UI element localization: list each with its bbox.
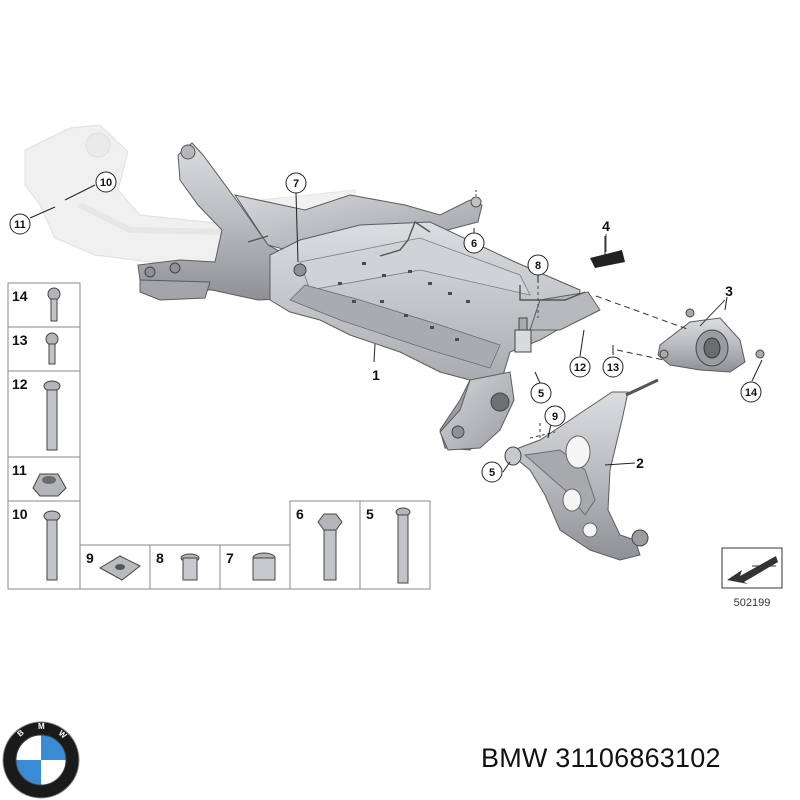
parts-legend-table: [7, 282, 431, 590]
label-3: 3: [725, 283, 733, 299]
legend-row-11: 11: [12, 462, 67, 497]
label-1: 1: [372, 367, 380, 383]
svg-text:8: 8: [535, 260, 541, 272]
svg-text:8: 8: [156, 550, 164, 566]
bushing-7-icon: [252, 552, 276, 581]
label-4: 4: [602, 218, 610, 234]
legend-cell-9: 9: [86, 550, 141, 581]
legend-row-14: 14: [12, 287, 61, 322]
svg-text:7: 7: [293, 178, 299, 190]
legend-cell-8: 8: [156, 550, 200, 581]
square-nut-9-icon: [98, 555, 141, 581]
callout-13: 13: [602, 356, 624, 378]
svg-text:11: 11: [14, 219, 26, 231]
svg-text:5: 5: [366, 506, 374, 522]
svg-text:6: 6: [471, 238, 477, 250]
svg-text:13: 13: [12, 332, 28, 348]
front-axle-carrier: [137, 142, 601, 451]
svg-text:7: 7: [226, 550, 234, 566]
label-2: 2: [636, 455, 644, 471]
legend-row-13: 13: [12, 332, 59, 365]
bolt-13-icon: [45, 332, 59, 365]
bmw-roundel-icon: B M W: [2, 721, 80, 799]
orientation-reference-box: 502199: [721, 547, 783, 609]
bolt-5-icon: [395, 507, 411, 584]
callout-10: 10: [95, 171, 117, 193]
svg-text:B: B: [16, 728, 26, 739]
callout-12: 12: [569, 356, 591, 378]
svg-text:6: 6: [296, 506, 304, 522]
svg-text:5: 5: [538, 388, 544, 400]
legend-row-10: 10: [12, 506, 61, 581]
svg-text:14: 14: [745, 387, 758, 399]
part-8-sleeve: [514, 280, 539, 353]
part-number-caption: BMW 31106863102: [481, 743, 721, 773]
bolt-12-icon: [43, 380, 61, 451]
svg-text:W: W: [57, 729, 69, 741]
legend-cell-5: 5: [366, 506, 411, 584]
callout-11: 11: [9, 213, 31, 235]
legend-cell-7: 7: [226, 550, 276, 581]
legend-cell-6: 6: [296, 506, 343, 581]
part-2-control-arm: [504, 378, 659, 561]
brake-lines: [247, 220, 586, 301]
svg-text:9: 9: [552, 411, 558, 423]
svg-text:10: 10: [12, 506, 28, 522]
legend-row-12: 12: [12, 376, 61, 451]
svg-text:M: M: [38, 722, 45, 731]
nut-11-icon: [32, 473, 67, 497]
svg-text:9: 9: [86, 550, 94, 566]
svg-text:502199: 502199: [734, 597, 771, 609]
callout-14: 14: [740, 381, 762, 403]
bolt-6-icon: [317, 513, 343, 581]
callout-5-lower: 5: [481, 461, 503, 483]
callout-7: 7: [285, 172, 307, 194]
part-3-bushing: [595, 295, 765, 373]
callout-6: 6: [463, 232, 485, 254]
svg-text:12: 12: [574, 362, 586, 374]
svg-text:10: 10: [100, 177, 112, 189]
svg-text:12: 12: [12, 376, 28, 392]
callout-9: 9: [544, 405, 566, 427]
part-4-pad: [590, 234, 625, 268]
sleeve-8-icon: [180, 553, 200, 581]
bolt-14-icon: [47, 287, 61, 322]
svg-text:13: 13: [607, 362, 619, 374]
bolt-10-icon: [43, 510, 61, 581]
svg-text:11: 11: [12, 462, 27, 478]
callout-8: 8: [527, 254, 549, 276]
part-6-bolt: [470, 190, 482, 208]
callout-5-upper: 5: [530, 382, 552, 404]
svg-text:5: 5: [489, 467, 495, 479]
svg-text:14: 14: [12, 288, 28, 304]
